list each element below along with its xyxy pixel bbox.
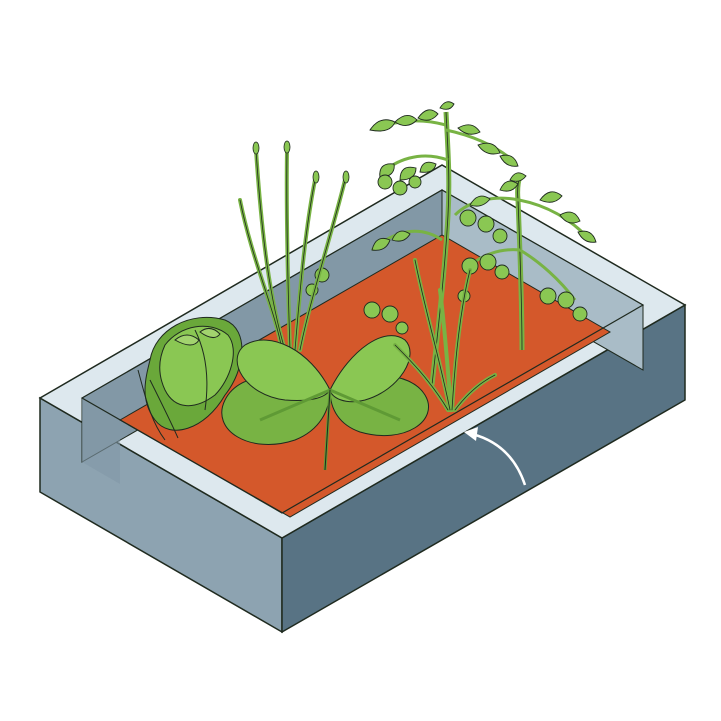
tomato-fruit (494, 264, 510, 280)
tomato-leaf (457, 124, 481, 135)
tomato-leaf (369, 119, 396, 132)
tomato-leaf (394, 115, 418, 126)
tomato-leaf (391, 230, 411, 242)
chive-bud (342, 170, 350, 184)
lettuce-plant (137, 316, 243, 441)
curved-arrow (464, 427, 527, 486)
chive-bud (252, 141, 260, 155)
tomato-leaf (469, 195, 491, 207)
tomato-plant-back (369, 101, 519, 386)
tomato-leaf (509, 172, 527, 182)
tomato-fruit (408, 175, 422, 189)
tomato-fruit (492, 228, 508, 244)
tomato-fruit (363, 301, 381, 319)
tomato-fruit (539, 287, 557, 305)
tomato-leaf (499, 180, 519, 192)
tomato-leaf (577, 230, 597, 243)
tomato-fruit (477, 215, 495, 233)
planter-inner-front-shadow (82, 398, 120, 484)
chive-bud (283, 140, 291, 154)
tomato-leaf (539, 191, 563, 203)
tomato-fruit (377, 174, 393, 190)
tomato-plant-right (453, 172, 597, 351)
tomato-fruit (557, 291, 575, 309)
tomato-fruit (479, 253, 497, 271)
tomato-fruit (392, 180, 408, 196)
tomato-fruit (459, 209, 477, 227)
tomato-fruit-cluster (457, 209, 588, 322)
tomato-fruit (395, 321, 409, 335)
tomato-leaf (417, 109, 439, 121)
tomato-leaf (439, 101, 455, 110)
chive-bud (312, 170, 320, 184)
tomato-leaf (419, 161, 437, 173)
onion-plant (393, 258, 497, 412)
tomato-leaf (477, 142, 501, 155)
chives-plant (238, 140, 350, 352)
tomato-leaf (499, 154, 519, 167)
tomato-leaf (559, 211, 581, 224)
tomato-leaf (371, 237, 391, 251)
tomato-fruit-cluster (305, 174, 422, 335)
tomato-fruit (572, 306, 588, 322)
arrow-head (464, 427, 478, 441)
spinach-plant (221, 335, 429, 471)
tomato-fruit (381, 305, 399, 323)
